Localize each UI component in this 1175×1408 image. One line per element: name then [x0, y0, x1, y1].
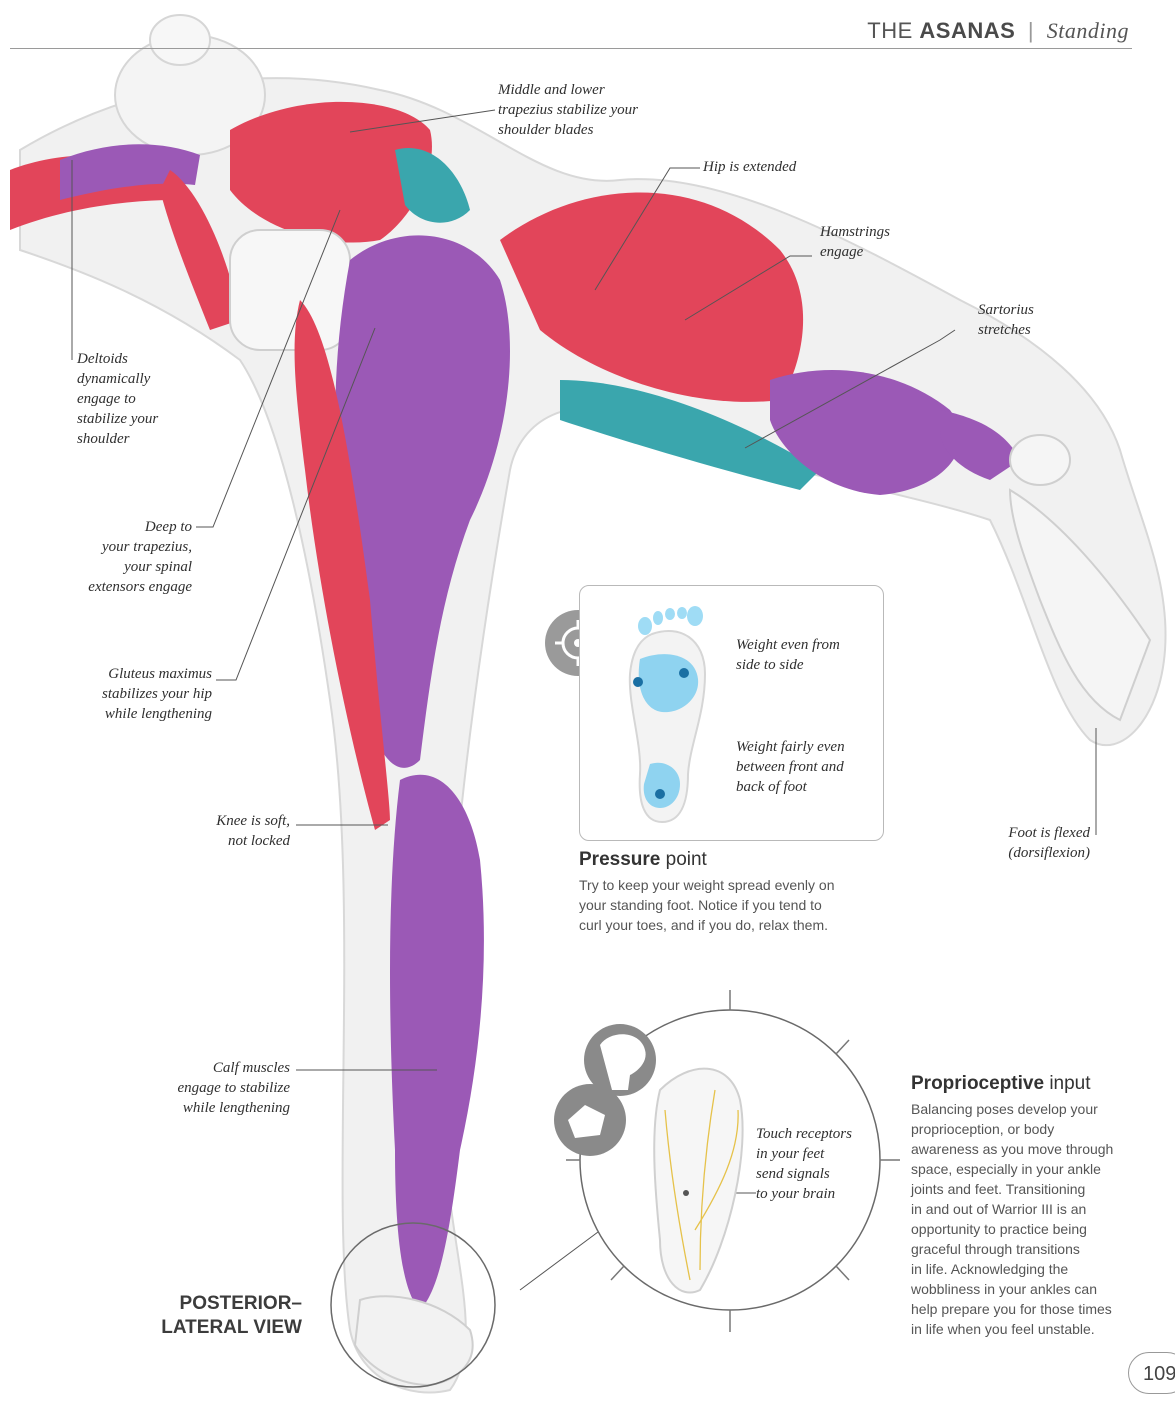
header-separator: |	[1028, 18, 1034, 43]
label-calf: Calf muscles engage to stabilize while l…	[140, 1058, 290, 1118]
header-title: ASANAS	[919, 18, 1015, 43]
proprioceptive-title-rest: input	[1044, 1073, 1090, 1094]
running-header: THE ASANAS | Standing	[867, 18, 1129, 44]
proprioceptive-title: Proprioceptive input	[911, 1073, 1091, 1095]
label-weight-front: Weight fairly even between front and bac…	[736, 737, 845, 797]
label-touch-receptors: Touch receptors in your feet send signal…	[756, 1124, 852, 1204]
label-gluteus: Gluteus maximus stabilizes your hip whil…	[62, 664, 212, 724]
label-hip: Hip is extended	[703, 157, 796, 177]
proprioceptive-title-bold: Proprioceptive	[911, 1073, 1044, 1094]
page-number: 109	[1128, 1352, 1175, 1394]
proprioceptive-body: Balancing poses develop your propriocept…	[911, 1099, 1151, 1339]
header-rule	[10, 48, 1132, 49]
footprint-illustration	[610, 594, 730, 834]
hand-icon	[554, 1084, 626, 1156]
header-section: THE	[867, 18, 913, 43]
pressure-point-title-bold: Pressure	[579, 849, 660, 870]
pressure-point-title-rest: point	[660, 849, 706, 870]
label-foot-flexed: Foot is flexed (dorsiflexion)	[960, 823, 1090, 863]
label-spinal-extensors: Deep to your trapezius, your spinal exte…	[52, 517, 192, 597]
label-sartorius: Sartorius stretches	[978, 300, 1034, 340]
label-knee: Knee is soft, not locked	[180, 811, 290, 851]
pressure-point-card: Weight even from side to side Weight fai…	[579, 585, 884, 841]
header-subsection: Standing	[1047, 18, 1129, 43]
label-hamstrings: Hamstrings engage	[820, 222, 890, 262]
label-weight-side: Weight even from side to side	[736, 635, 840, 675]
pressure-point-title: Pressure point	[579, 849, 707, 871]
label-deltoids: Deltoids dynamically engage to stabilize…	[77, 349, 158, 449]
label-trapezius: Middle and lower trapezius stabilize you…	[498, 80, 638, 140]
pressure-point-body: Try to keep your weight spread evenly on…	[579, 875, 879, 935]
view-label: POSTERIOR– LATERAL VIEW	[150, 1292, 302, 1340]
